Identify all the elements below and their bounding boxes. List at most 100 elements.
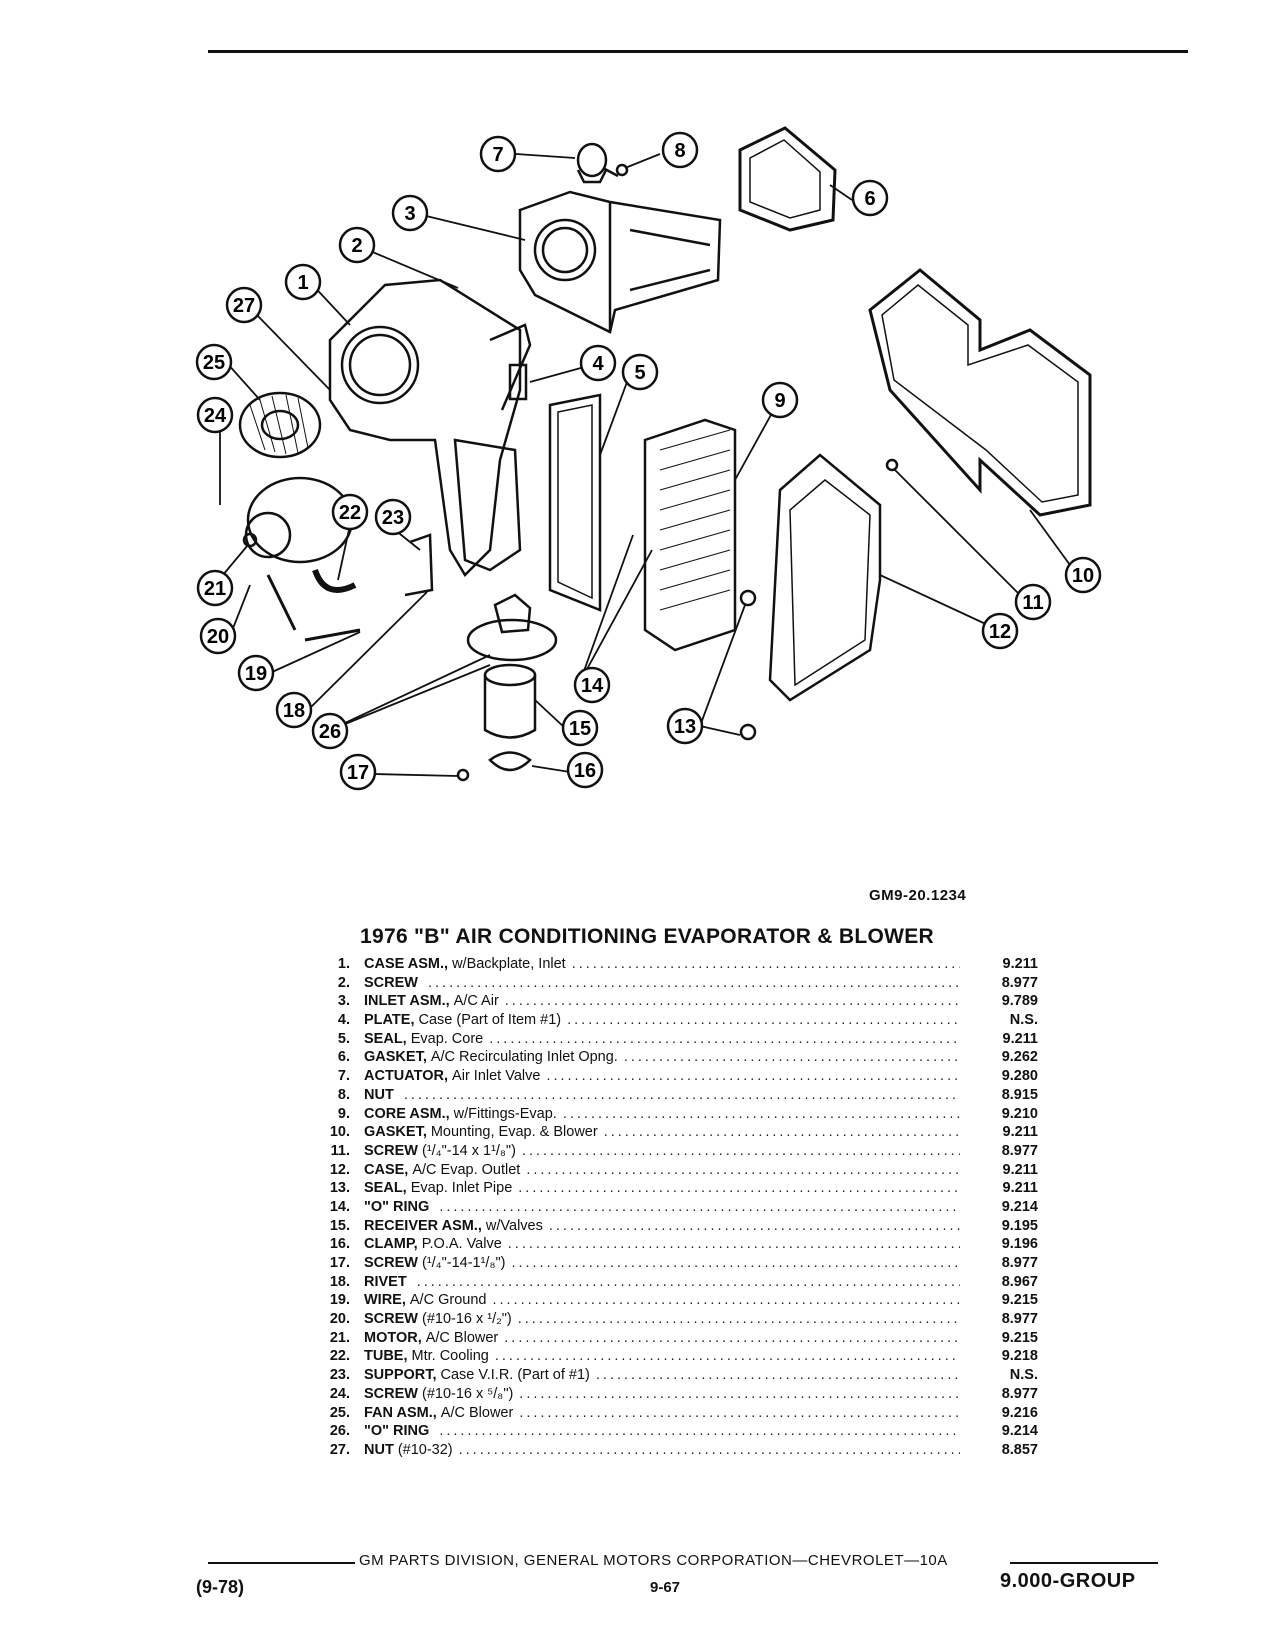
part-name: GASKET, (364, 1049, 427, 1066)
part-group-number: 8.915 (1001, 1086, 1038, 1103)
callout-18: 18 (275, 691, 313, 729)
part-group-number: 9.215 (1001, 1292, 1038, 1309)
part-name: RIVET (364, 1273, 407, 1290)
ground-wire-drawing (266, 574, 361, 642)
part-description: "O" RING (364, 1198, 960, 1217)
gasket-mounting-drawing (868, 268, 1092, 517)
part-row: 18.RIVET8.967 (310, 1273, 1050, 1292)
part-detail: A/C Recirculating Inlet Opng. (430, 1049, 618, 1066)
part-number: 20. (329, 1311, 350, 1328)
part-detail: A/C Air (453, 993, 499, 1010)
callout-circle (338, 226, 376, 264)
leader-dots (563, 1105, 960, 1124)
callout-circle (761, 381, 799, 419)
part-detail: Case (Part of Item #1) (418, 1012, 562, 1029)
clamp-drawing (488, 751, 532, 772)
callout-number: 20 (207, 626, 229, 648)
callout-number: 19 (245, 663, 267, 685)
callout-7: 7 (479, 135, 517, 173)
part-number: 5. (337, 1030, 350, 1047)
leader-dots (604, 1123, 960, 1142)
support-drawing (404, 533, 434, 597)
part-description: WIRE,A/C Ground (364, 1291, 960, 1310)
part-name: CASE, (364, 1161, 409, 1178)
callout-circle (311, 712, 349, 750)
callout-number: 22 (339, 502, 361, 524)
part-detail: Mounting, Evap. & Blower (430, 1124, 598, 1141)
callout-number: 8 (674, 140, 685, 162)
callout-number: 2 (351, 235, 362, 257)
figure-code: GM9-20.1234 (869, 887, 967, 904)
part-group-number: 9.280 (1001, 1068, 1038, 1085)
part-name: NUT (364, 1441, 394, 1458)
part-detail: Evap. Inlet Pipe (410, 1180, 513, 1197)
callout-circle (339, 753, 377, 791)
callout-12: 12 (981, 612, 1019, 650)
part-number: 16. (329, 1236, 350, 1253)
part-detail: A/C Blower (425, 1329, 499, 1346)
callout-number: 11 (1022, 592, 1043, 614)
part-row: 22.TUBE,Mtr. Cooling9.218 (310, 1347, 1050, 1366)
part-description: MOTOR,A/C Blower (364, 1329, 960, 1348)
part-number: 10. (329, 1124, 350, 1141)
part-detail: w/Backplate, Inlet (452, 956, 566, 972)
gasket-inlet-drawing (738, 126, 837, 232)
part-number: 13. (329, 1180, 350, 1197)
callout-6: 6 (851, 179, 889, 217)
callout-number: 26 (319, 721, 341, 743)
leader-dots (439, 1198, 960, 1217)
part-name: NUT (364, 1086, 394, 1103)
inlet-assembly-drawing (518, 190, 722, 334)
part-row: 15.RECEIVER ASM.,w/Valves9.195 (310, 1217, 1050, 1236)
callout-circle (196, 396, 234, 434)
callout-number: 15 (569, 718, 591, 740)
leader-dots (549, 1217, 960, 1236)
callout-circle (566, 751, 604, 789)
part-name: SEAL, (364, 1030, 407, 1047)
part-number: 19. (329, 1292, 350, 1309)
callout-number: 4 (592, 353, 604, 375)
part-detail: w/Valves (485, 1217, 543, 1234)
cooling-tube-drawing (312, 568, 357, 593)
callout-number: 7 (492, 144, 503, 166)
part-description: CASE ASM.,w/Backplate, Inlet (364, 955, 960, 974)
part-group-number: 8.977 (1001, 1255, 1038, 1271)
actuator-drawing (576, 142, 619, 184)
leader-dots (572, 955, 960, 974)
leader-dots (567, 1011, 960, 1030)
part-row: 6.GASKET,A/C Recirculating Inlet Opng.9.… (310, 1048, 1050, 1067)
footer-corporation: GM PARTS DIVISION, GENERAL MOTORS CORPOR… (355, 1552, 952, 1569)
part-number: 27. (329, 1441, 350, 1458)
leader-dots (504, 1329, 960, 1348)
part-row: 17.SCREW(¹/₄"-14-1¹/₈")8.977 (310, 1254, 1050, 1273)
part-description: SCREW(#10-16 x ¹/₂") (364, 1310, 960, 1329)
part-row: 2.SCREW8.977 (310, 974, 1050, 993)
part-row: 7.ACTUATOR,Air Inlet Valve9.280 (310, 1067, 1050, 1086)
part-name: SCREW (364, 974, 418, 991)
part-number: 14. (329, 1198, 350, 1215)
part-group-number: 9.211 (1002, 1161, 1039, 1178)
seal-drawing (548, 393, 602, 612)
part-group-number: 9.211 (1002, 1124, 1039, 1141)
callout-11: 11 (1014, 583, 1052, 621)
parts-list: 1.CASE ASM.,w/Backplate, Inlet9.2112.SCR… (310, 955, 1050, 1460)
callout-number: 12 (989, 621, 1011, 643)
part-description: SEAL,Evap. Inlet Pipe (364, 1179, 960, 1198)
part-group-number: 9.216 (1001, 1404, 1038, 1421)
part-description: SEAL,Evap. Core (364, 1030, 960, 1049)
part-group-number: 8.857 (1001, 1441, 1038, 1458)
part-name: INLET ASM., (364, 993, 450, 1010)
part-description: RIVET (364, 1273, 960, 1292)
callout-4: 4 (579, 344, 617, 382)
part-name: "O" RING (364, 1423, 430, 1440)
part-description: CLAMP,P.O.A. Valve (364, 1235, 960, 1254)
part-group-number: N.S. (1009, 1012, 1038, 1029)
callout-15: 15 (561, 709, 599, 747)
part-detail: Mtr. Cooling (411, 1348, 489, 1365)
part-name: CASE ASM., (364, 956, 449, 972)
part-name: SCREW (364, 1142, 418, 1159)
part-number: 2. (337, 974, 350, 991)
part-row: 3.INLET ASM.,A/C Air9.789 (310, 992, 1050, 1011)
part-number: 11. (330, 1142, 350, 1159)
